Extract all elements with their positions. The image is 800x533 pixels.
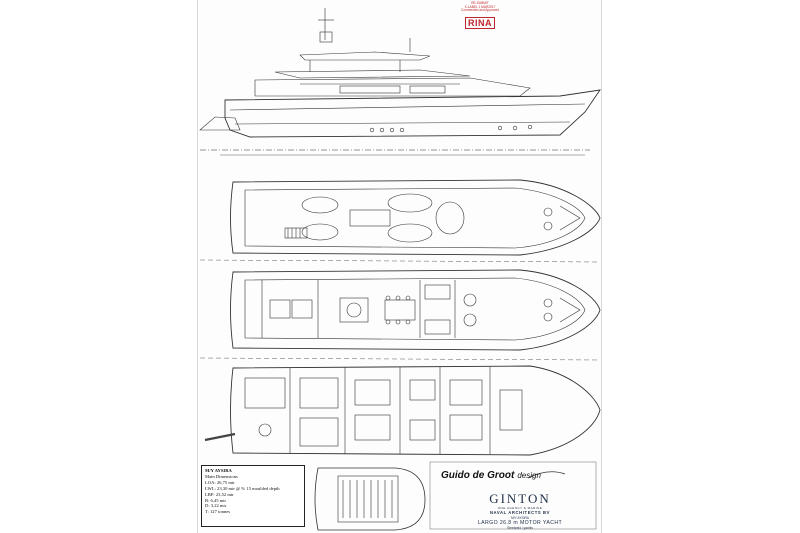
dimension-row: D: 3,22 mtr (205, 503, 227, 509)
builder-tagline: ONE AGENCY & MARINE (497, 506, 543, 510)
dimension-row: T: 127 tonnes (205, 509, 231, 515)
main-deck-plan (199, 269, 601, 361)
class-approval-stamp: RE-SUBMIT X-LABEL 1 MAR2017 Commented an… (455, 1, 505, 40)
side-profile-view (199, 8, 601, 156)
sun-deck-plan (199, 179, 601, 263)
stamp-line-1: RE-SUBMIT (471, 1, 489, 5)
builder-title-block: GINTON ONE AGENCY & MARINE NAVAL ARCHITE… (460, 491, 580, 531)
stamp-line-2: X-LABEL 1 MAR2017 (464, 4, 496, 9)
dimension-row: LOA: 26,75 mtr (205, 479, 235, 485)
stamp-line-3: Commented and Approved (461, 8, 499, 13)
designer-suffix: design (517, 471, 541, 480)
designer-swoosh (527, 471, 566, 479)
dimension-row: LBP: 23,52 mtr (205, 491, 234, 497)
dimensions-heading: Main Dimensions (205, 473, 238, 479)
dimension-row: B: 6,45 mtr (205, 497, 227, 503)
dimension-row: LWL: 23,30 mtr @ % 15 moulded depth (205, 485, 280, 491)
builder-name: GINTON (489, 491, 551, 506)
project-note: Steelweld / yachts (507, 526, 533, 530)
tender-plan (314, 467, 426, 531)
naval-architects-label: NAVAL ARCHITECTS BV (489, 510, 551, 515)
main-dimensions-box: M/Y AYSIRA Main Dimensions LOA: 26,75 mt… (201, 465, 305, 527)
lower-deck-plan (204, 365, 601, 456)
title-block-frame (429, 461, 597, 530)
rina-logo: RINA (465, 16, 495, 29)
designer-name: Guido de Groot (441, 470, 515, 481)
drawing-sheet (197, 0, 602, 533)
vessel-name: M/Y AYSIRA (205, 468, 232, 473)
vessel-line: M/Y AYSIRA (511, 516, 529, 520)
project-title: LARGO 26.8 m MOTOR YACHT (477, 520, 563, 526)
